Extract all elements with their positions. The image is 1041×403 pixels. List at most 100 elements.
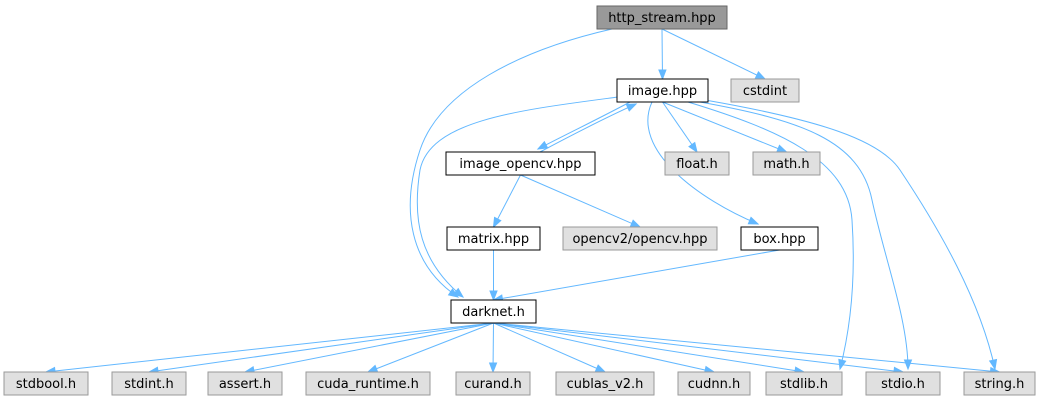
edge-arrowhead xyxy=(488,362,498,374)
node-box xyxy=(664,151,730,176)
edge-darknet-to-assert xyxy=(243,322,494,375)
edge-arrowhead xyxy=(492,216,502,229)
node-darknet[interactable]: darknet.h xyxy=(450,299,537,324)
edge-line xyxy=(699,101,909,370)
node-box xyxy=(305,371,431,396)
edge-http_stream-to-image xyxy=(658,28,667,81)
node-cudnn: cudnn.h xyxy=(677,371,751,396)
edge-arrowhead xyxy=(988,358,998,371)
node-box xyxy=(963,371,1036,396)
edge-arrowhead xyxy=(452,287,465,298)
node-stdbool: stdbool.h xyxy=(3,371,89,396)
node-float: float.h xyxy=(664,151,730,176)
edge-line xyxy=(493,174,521,228)
node-label: cstdint xyxy=(743,84,787,99)
edge-http_stream-to-cstdint xyxy=(661,28,767,80)
node-label: opencv2/opencv.hpp xyxy=(572,232,707,247)
node-label: assert.h xyxy=(219,377,271,392)
node-assert: assert.h xyxy=(207,371,283,396)
node-label: cuda_runtime.h xyxy=(317,377,419,392)
edge-arrowhead xyxy=(776,144,788,153)
node-stdio: stdio.h xyxy=(865,371,941,396)
node-box xyxy=(555,371,655,396)
node-box xyxy=(596,5,728,30)
edge-darknet-to-cudnn xyxy=(493,322,716,375)
edge-image-to-string xyxy=(704,99,998,371)
node-opencv2: opencv2/opencv.hpp xyxy=(562,226,718,251)
node-math: math.h xyxy=(752,151,821,176)
node-cstdint: cstdint xyxy=(730,78,800,103)
edge-darknet-to-stdint xyxy=(147,322,494,375)
edge-image_opencv-to-matrix xyxy=(492,174,521,229)
edge-line xyxy=(662,101,787,153)
edge-arrowhead xyxy=(366,364,379,373)
edge-arrowhead xyxy=(658,69,667,81)
node-label: image_opencv.hpp xyxy=(459,157,581,172)
node-image[interactable]: image.hpp xyxy=(616,78,709,103)
node-layer: http_stream.hpp image.hpp cstdint image_ope… xyxy=(3,5,1036,396)
edge-line xyxy=(493,322,715,373)
node-string: string.h xyxy=(963,371,1036,396)
edge-image-to-image_opencv xyxy=(536,101,631,150)
node-label: stdio.h xyxy=(881,377,925,392)
node-label: math.h xyxy=(763,157,809,172)
edge-arrowhead xyxy=(688,141,698,154)
edge-image-to-float xyxy=(662,101,698,154)
edge-line xyxy=(493,322,1000,373)
edge-line xyxy=(704,99,996,370)
node-box xyxy=(752,151,821,176)
node-label: cudnn.h xyxy=(688,377,741,392)
edge-line xyxy=(493,322,606,373)
edge-image-to-stdio xyxy=(699,101,913,371)
edge-line xyxy=(687,101,854,370)
node-label: darknet.h xyxy=(462,305,525,320)
node-box xyxy=(616,78,709,103)
node-image_opencv[interactable]: image_opencv.hpp xyxy=(445,151,596,176)
edge-line xyxy=(148,322,494,373)
node-label: box.hpp xyxy=(753,232,805,247)
edge-image_opencv-to-opencv2 xyxy=(520,174,642,228)
edge-line xyxy=(537,101,631,150)
node-label: cublas_v2.h xyxy=(567,377,644,392)
edge-arrowhead xyxy=(747,216,760,225)
edge-image_opencv-to-image xyxy=(539,103,638,153)
edge-line xyxy=(493,249,780,301)
edge-arrowhead xyxy=(489,290,498,302)
edge-matrix-to-darknet xyxy=(489,250,498,302)
node-label: http_stream.hpp xyxy=(608,11,716,26)
node-box xyxy=(562,226,718,251)
node-label: string.h xyxy=(975,377,1025,392)
edge-line xyxy=(367,322,494,373)
edge-line xyxy=(493,322,904,373)
edge-darknet-to-string xyxy=(493,322,1001,376)
edge-image-to-darknet xyxy=(416,96,619,298)
node-box xyxy=(445,151,596,176)
edge-arrowhead xyxy=(754,71,767,80)
edge-darknet-to-curand xyxy=(488,322,498,374)
edge-arrowhead xyxy=(594,364,607,373)
node-box xyxy=(730,78,800,103)
node-http_stream: http_stream.hpp xyxy=(596,5,728,30)
edge-line xyxy=(493,322,805,373)
node-matrix[interactable]: matrix.hpp xyxy=(446,226,541,251)
edge-image-to-math xyxy=(662,101,788,153)
node-curand: curand.h xyxy=(455,371,531,396)
node-box xyxy=(677,371,751,396)
edge-arrowhead xyxy=(629,219,642,228)
node-label: stdint.h xyxy=(124,377,173,392)
node-box xyxy=(765,371,843,396)
edge-line xyxy=(539,103,637,153)
node-label: stdlib.h xyxy=(780,377,828,392)
node-label: stdbool.h xyxy=(16,377,76,392)
node-cublas: cublas_v2.h xyxy=(555,371,655,396)
node-stdlib: stdlib.h xyxy=(765,371,843,396)
edge-line xyxy=(244,322,494,373)
node-box xyxy=(455,371,531,396)
edge-line xyxy=(409,28,613,298)
edge-line xyxy=(662,101,698,153)
edge-arrowhead xyxy=(536,140,549,150)
node-label: curand.h xyxy=(464,377,522,392)
node-box xyxy=(111,371,187,396)
node-box[interactable]: box.hpp xyxy=(740,226,819,251)
